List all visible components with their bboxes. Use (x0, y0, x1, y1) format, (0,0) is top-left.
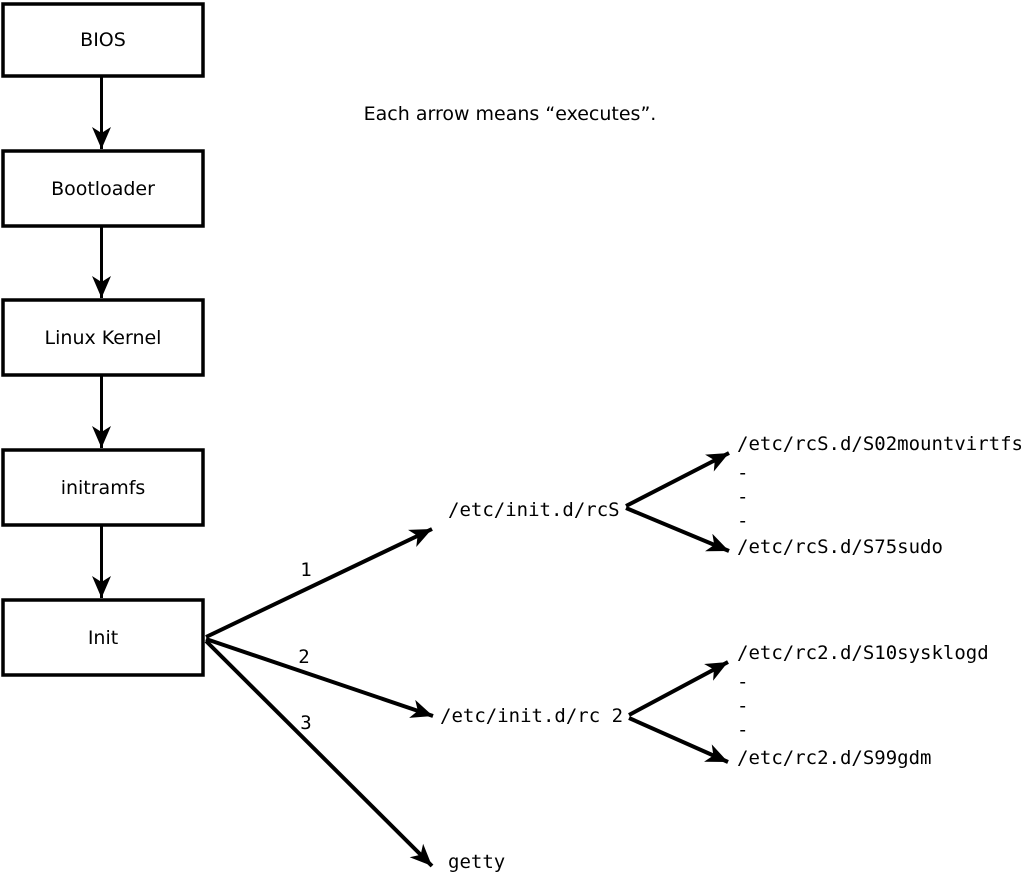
arrow-rcS-to-first-script (625, 451, 730, 508)
rc2-target-label: /etc/init.d/rc 2 (440, 705, 623, 727)
bios-box (1, 2, 205, 78)
bios-label: BIOS (80, 29, 126, 51)
note-arrow-meaning: Each arrow means “executes”. (364, 103, 657, 125)
rcS-target-label: /etc/init.d/rcS (448, 499, 620, 521)
bootloader-box (1, 149, 205, 228)
init-label: Init (88, 627, 118, 649)
rcS-script-line: /etc/rcS.d/S02mountvirtfs (737, 433, 1023, 455)
arrow-init-to-getty (204, 639, 434, 868)
arrow-rcS-to-last-script (625, 506, 730, 553)
init-box (1, 598, 205, 677)
rc2-script-line: /etc/rc2.d/S10sysklogd (737, 642, 989, 664)
rc2-script-line: /etc/rc2.d/S99gdm (737, 747, 931, 769)
linux-kernel-node: Linux Kernel (1, 298, 205, 377)
getty-target-label: getty (448, 851, 505, 873)
branch-2-number: 2 (298, 646, 309, 668)
arrow-init-to-rcS (205, 527, 433, 639)
bios-node: BIOS (1, 2, 205, 78)
bootloader-node: Bootloader (1, 149, 205, 228)
rcS-script-line: /etc/rcS.d/S75sudo (737, 536, 943, 558)
init-node: Init (1, 598, 205, 677)
rcS-script-ellipsis-dash: - (737, 510, 748, 532)
arrow-rc2-to-last-script (628, 716, 729, 764)
bootloader-label: Bootloader (51, 178, 155, 200)
initramfs-node: initramfs (1, 448, 205, 527)
linux-kernel-label: Linux Kernel (45, 327, 162, 349)
rc2-script-ellipsis-dash: - (737, 671, 748, 693)
rc2-script-ellipsis-dash: - (737, 719, 748, 741)
rcS-script-ellipsis-dash: - (737, 462, 748, 484)
arrow-init-to-rc2 (205, 637, 434, 718)
arrow-rc2-to-first-script (628, 660, 729, 717)
branch-1-number: 1 (300, 559, 311, 581)
rc2-script-ellipsis-dash: - (737, 695, 748, 717)
rcS-script-ellipsis-dash: - (737, 486, 748, 508)
initramfs-box (1, 448, 205, 527)
initramfs-label: initramfs (61, 477, 146, 499)
branch-3-number: 3 (300, 712, 311, 734)
